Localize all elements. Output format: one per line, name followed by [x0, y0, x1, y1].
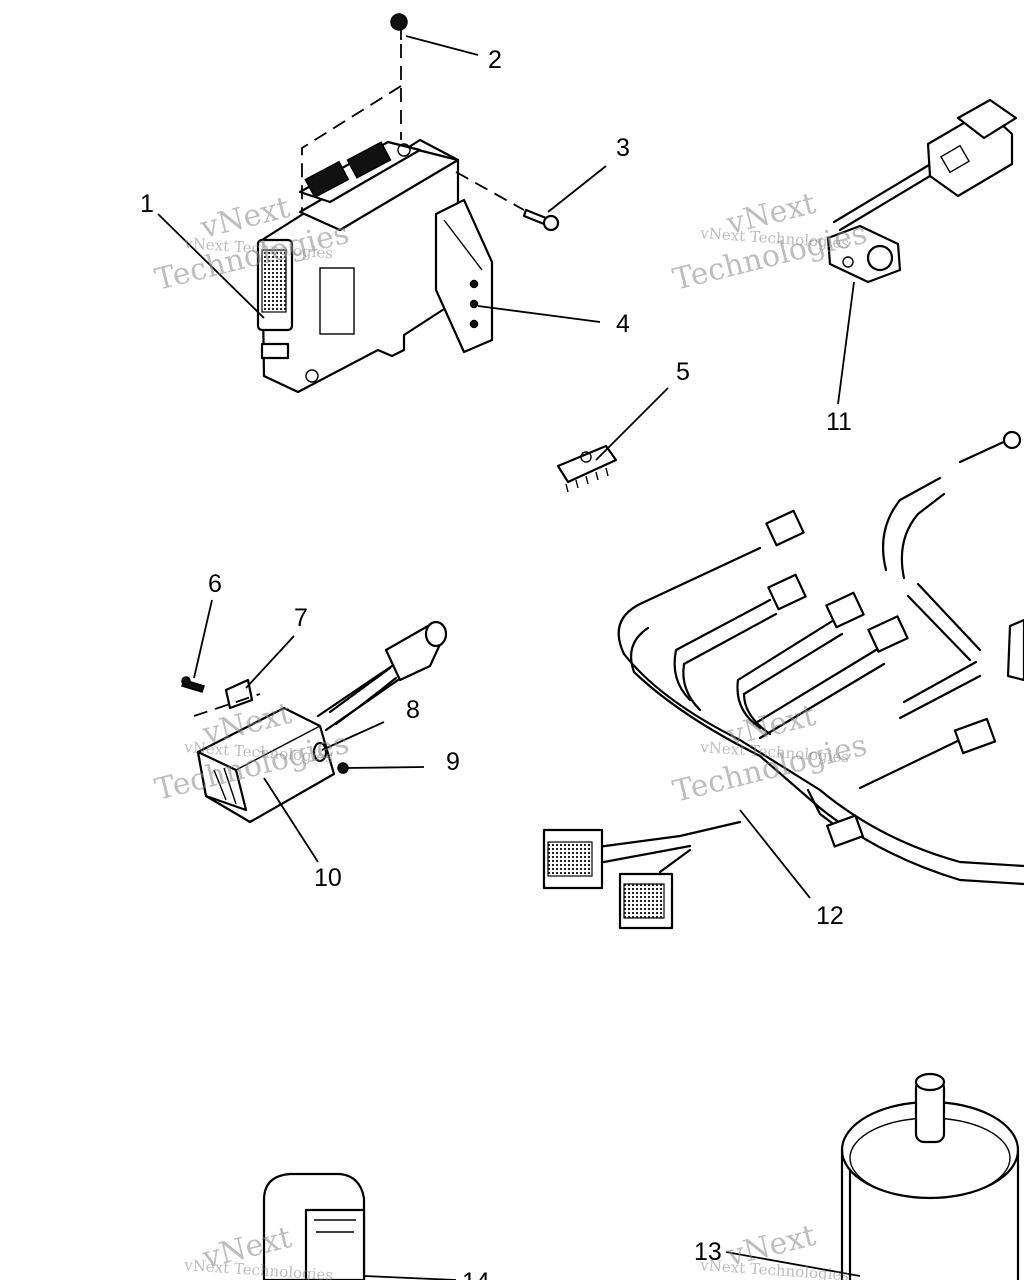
assembly-line-3 [455, 171, 525, 211]
o-ring-part-8 [312, 741, 328, 763]
assembly-line-6 [193, 693, 261, 717]
watermark-4: vNext Technologies vNext Technologies [669, 698, 870, 810]
screw-part-2 [390, 13, 408, 40]
clip-part-7 [224, 678, 254, 710]
leader-lines [157, 35, 861, 1280]
filter-canister-part-13 [840, 1072, 1020, 1280]
callout-10: 10 [314, 864, 342, 892]
callout-6: 6 [208, 570, 222, 598]
callout-5: 5 [676, 358, 690, 386]
assembly-line-2 [301, 44, 402, 210]
callout-2: 2 [488, 46, 502, 74]
memory-chip-part-5 [556, 444, 618, 493]
callout-12: 12 [816, 902, 844, 930]
callout-9: 9 [446, 748, 460, 776]
callout-11: 11 [826, 408, 852, 436]
callout-7: 7 [294, 604, 308, 632]
watermark-2: vNext Technologies vNext Technologies [669, 186, 870, 298]
control-module-part-1 [256, 138, 494, 394]
screw-part-6 [181, 676, 205, 693]
callout-4: 4 [616, 310, 630, 338]
wiring-harness-part-12 [542, 430, 1024, 930]
callout-14: 14 [462, 1268, 490, 1280]
screw-part-3 [522, 208, 560, 232]
callout-13: 13 [694, 1238, 722, 1266]
connector-part-10 [196, 620, 448, 824]
callout-3: 3 [616, 134, 630, 162]
relay-part-14 [262, 1172, 366, 1280]
callout-8: 8 [406, 696, 420, 724]
callout-1: 1 [140, 190, 154, 218]
sensor-part-11 [826, 98, 1018, 284]
